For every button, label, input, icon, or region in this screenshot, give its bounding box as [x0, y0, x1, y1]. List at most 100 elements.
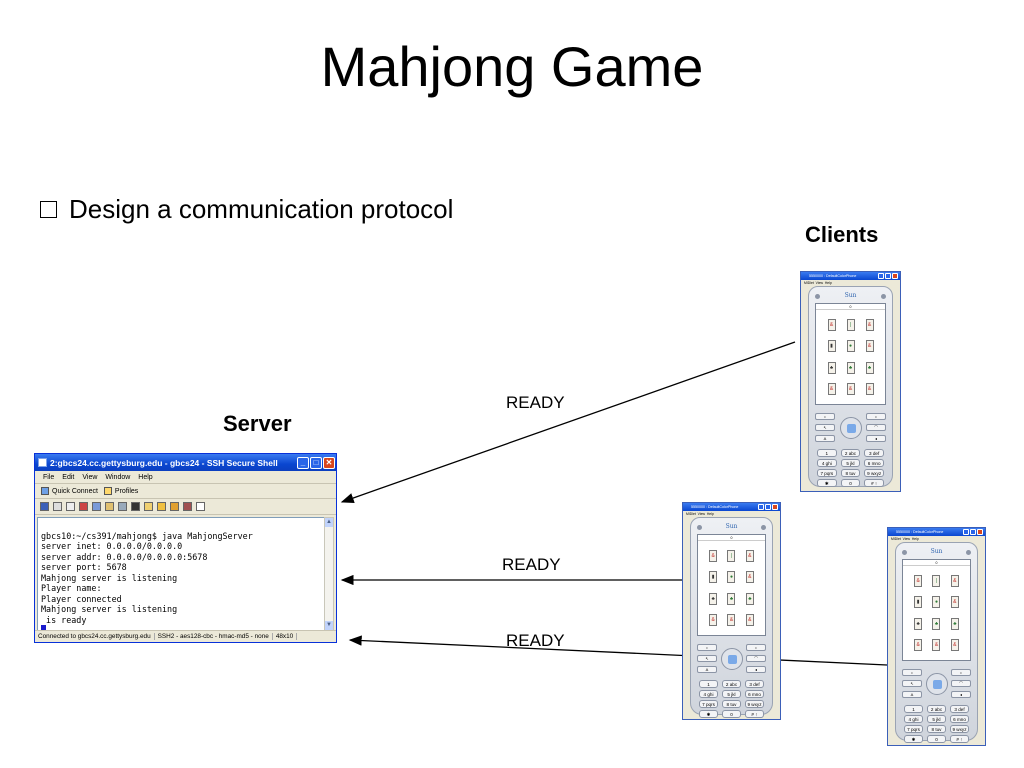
close-icon[interactable]: ✕: [323, 456, 335, 469]
keypad-key[interactable]: 4 ghi: [699, 690, 718, 698]
end-key[interactable]: ⌒: [746, 655, 766, 662]
mahjong-tile[interactable]: &: [745, 571, 754, 584]
mahjong-tile[interactable]: ♣: [727, 592, 736, 605]
dpad-select-button[interactable]: [720, 648, 743, 670]
keypad-key[interactable]: 9 wxyz: [864, 469, 884, 477]
keypad-key[interactable]: 0: [840, 479, 861, 487]
ssh-window[interactable]: 2:gbcs24.cc.gettysburg.edu - gbcs24 - SS…: [34, 453, 337, 643]
scroll-up-icon[interactable]: ▲: [325, 518, 333, 527]
keypad-key[interactable]: 7 pqrs: [699, 700, 718, 708]
mahjong-tile[interactable]: ●: [846, 340, 855, 353]
dpad-select-button[interactable]: [925, 673, 948, 695]
print-preview-icon[interactable]: [66, 502, 75, 511]
menu-file[interactable]: File: [43, 473, 55, 481]
phone-screen[interactable]: 0 &|&▮●&♣♣♣&&&: [815, 303, 886, 405]
power-icon[interactable]: [761, 525, 766, 530]
mahjong-tile[interactable]: &: [950, 596, 959, 609]
mahjong-tile[interactable]: &: [827, 318, 836, 331]
keypad-key[interactable]: # ↑: [950, 735, 969, 743]
quick-connect-button[interactable]: Quick Connect: [41, 487, 98, 495]
paste-special-icon[interactable]: [118, 502, 127, 511]
keypad-key[interactable]: 1: [904, 705, 923, 713]
keypad-key[interactable]: 5 jkl: [840, 459, 861, 467]
keypad-key[interactable]: 3 def: [745, 680, 764, 688]
minimize-icon[interactable]: [963, 529, 969, 535]
mahjong-tile[interactable]: ▮: [914, 596, 923, 609]
emulator-window[interactable]: 5550000 : DefaultColorPhone MIDlet View …: [887, 527, 986, 746]
mahjong-tile[interactable]: &: [950, 574, 959, 587]
mahjong-tile[interactable]: &: [914, 574, 923, 587]
keypad-key[interactable]: 6 mno: [864, 459, 884, 467]
mahjong-tile[interactable]: |: [846, 318, 855, 331]
keypad-key[interactable]: 3 def: [864, 449, 884, 457]
soft-key-left[interactable]: •: [815, 413, 835, 420]
mahjong-tile[interactable]: |: [932, 574, 941, 587]
copy-icon[interactable]: [92, 502, 101, 511]
maximize-icon[interactable]: [765, 504, 771, 510]
mahjong-tile[interactable]: |: [727, 549, 736, 562]
mahjong-tile[interactable]: &: [709, 614, 718, 627]
mahjong-tile[interactable]: &: [865, 318, 874, 331]
call-key[interactable]: ↖: [815, 424, 835, 431]
close-icon[interactable]: [892, 273, 898, 279]
menu-view[interactable]: View: [82, 473, 98, 481]
emulator-menubar[interactable]: MIDlet View Help: [891, 537, 919, 541]
call-key[interactable]: ↖: [697, 655, 717, 662]
mahjong-tile[interactable]: ♣: [950, 617, 959, 630]
keypad-key[interactable]: 8 tuv: [722, 700, 741, 708]
menu-edit[interactable]: Edit: [62, 473, 75, 481]
help-book-icon[interactable]: [183, 502, 192, 511]
keypad-key[interactable]: 8 tuv: [840, 469, 861, 477]
keypad-key[interactable]: ✱: [699, 710, 718, 718]
mahjong-tile[interactable]: ●: [932, 596, 941, 609]
ssh-terminal[interactable]: gbcs10:~/cs391/mahjong$ java MahjongServ…: [37, 517, 326, 631]
cut-icon[interactable]: [79, 502, 88, 511]
call-key[interactable]: ↖: [902, 680, 922, 687]
keypad-key[interactable]: 1: [699, 680, 718, 688]
mahjong-tile[interactable]: ♣: [865, 361, 874, 374]
menu-window[interactable]: Window: [105, 473, 131, 481]
keypad-key[interactable]: 0: [722, 710, 741, 718]
end-key[interactable]: ⌒: [951, 680, 971, 687]
emulator-titlebar[interactable]: 5550000 : DefaultColorPhone: [888, 528, 985, 536]
emulator-menubar[interactable]: MIDlet View Help: [804, 281, 832, 285]
minimize-icon[interactable]: [758, 504, 764, 510]
mahjong-tile[interactable]: ♣: [846, 361, 855, 374]
maximize-icon[interactable]: [970, 529, 976, 535]
phone-screen[interactable]: 0 &|&▮●&♣♣♣&&&: [697, 534, 766, 636]
keypad-key[interactable]: 4 ghi: [817, 459, 837, 467]
phone-screen[interactable]: 0 &|&▮●&♣♣♣&&&: [902, 559, 971, 661]
mahjong-tile[interactable]: ♣: [709, 592, 718, 605]
mahjong-tile[interactable]: &: [865, 340, 874, 353]
minimize-icon[interactable]: [878, 273, 884, 279]
keypad-key[interactable]: 2 abc: [927, 705, 946, 713]
soft-key-right[interactable]: •: [746, 644, 766, 651]
clear-key[interactable]: A: [902, 691, 922, 698]
mahjong-tile[interactable]: &: [745, 549, 754, 562]
menu-help[interactable]: Help: [138, 473, 153, 481]
mahjong-tile[interactable]: &: [745, 614, 754, 627]
mahjong-tile[interactable]: &: [950, 639, 959, 652]
keypad-key[interactable]: 7 pqrs: [817, 469, 837, 477]
keypad-key[interactable]: 5 jkl: [722, 690, 741, 698]
new-terminal-icon[interactable]: [144, 502, 153, 511]
dpad-select-button[interactable]: [839, 417, 862, 439]
save-icon[interactable]: [40, 502, 49, 511]
mahjong-tile[interactable]: &: [727, 614, 736, 627]
keypad-key[interactable]: 9 wxyz: [950, 725, 969, 733]
keypad-key[interactable]: 2 abc: [722, 680, 741, 688]
mahjong-tile[interactable]: ♣: [827, 361, 836, 374]
profiles-button[interactable]: Profiles: [103, 487, 138, 495]
settings-icon[interactable]: [170, 502, 179, 511]
print-icon[interactable]: [53, 502, 62, 511]
terminal-scrollbar[interactable]: ▲ ▼: [324, 517, 334, 631]
close-icon[interactable]: [772, 504, 778, 510]
power-icon[interactable]: [966, 550, 971, 555]
soft-key-right[interactable]: •: [951, 669, 971, 676]
keypad-key[interactable]: 8 tuv: [927, 725, 946, 733]
mahjong-tile[interactable]: &: [827, 383, 836, 396]
soft-key-right[interactable]: •: [866, 413, 886, 420]
keypad-key[interactable]: 5 jkl: [927, 715, 946, 723]
emulator-menubar[interactable]: MIDlet View Help: [686, 512, 714, 516]
keypad-key[interactable]: # ↑: [745, 710, 764, 718]
